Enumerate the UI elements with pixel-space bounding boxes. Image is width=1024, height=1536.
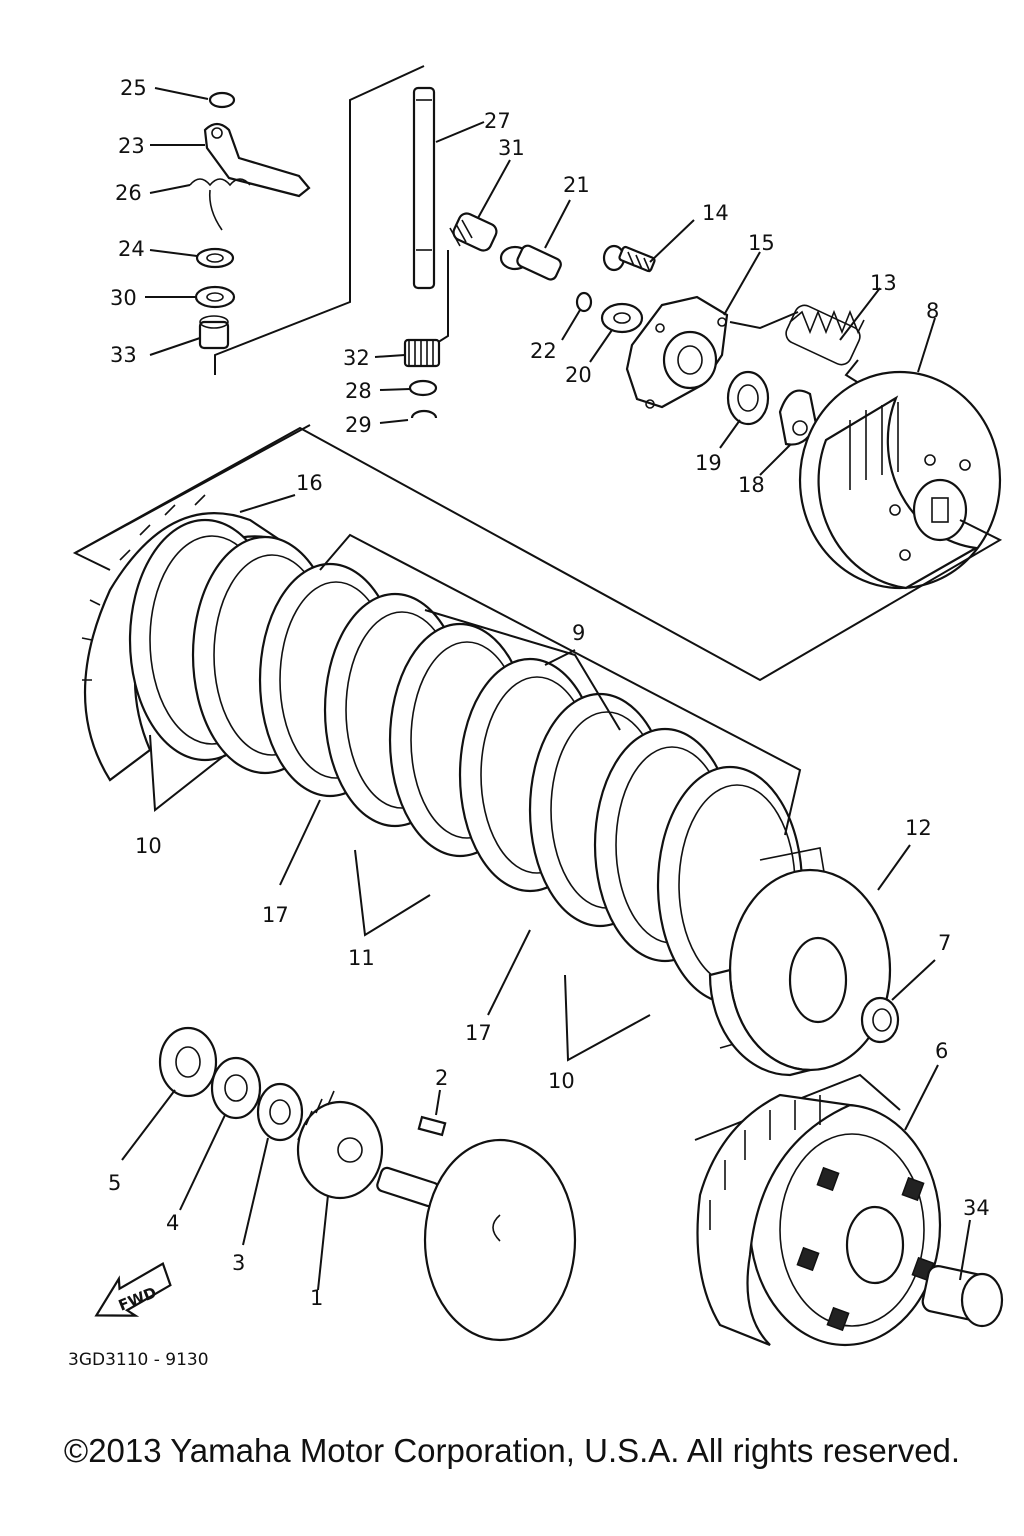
bolt	[602, 219, 695, 273]
clutch-boss	[72, 317, 1003, 682]
callout-11: 11	[348, 946, 375, 970]
push-rod	[431, 159, 511, 347]
callout-15: 15	[748, 231, 775, 255]
clutch-exploded-diagram: FWD 25 23 26 24 30 33 27 31 21 14 15 13 …	[68, 65, 1004, 1370]
callout-31: 31	[498, 136, 525, 160]
clutch-spring	[785, 287, 881, 391]
callout-9: 9	[572, 621, 585, 645]
push-lever-shaft	[412, 86, 485, 290]
pinion-group	[374, 338, 441, 424]
callout-19: 19	[695, 451, 722, 475]
callout-16: 16	[296, 471, 323, 495]
clutch-plate-stack	[74, 424, 831, 1062]
callout-32: 32	[343, 346, 370, 370]
callout-22: 22	[530, 339, 557, 363]
callout-23: 23	[118, 134, 145, 158]
callout-25: 25	[120, 76, 147, 100]
callout-8: 8	[926, 299, 939, 323]
callout-3: 3	[232, 1251, 245, 1275]
callout-29: 29	[345, 413, 372, 437]
callout-1: 1	[310, 1286, 323, 1310]
callout-28: 28	[345, 379, 372, 403]
callout-18: 18	[738, 473, 765, 497]
callout-2: 2	[435, 1066, 448, 1090]
forward-arrow: FWD	[94, 1262, 172, 1317]
bearing-group	[561, 291, 644, 363]
callout-20: 20	[565, 363, 592, 387]
callout-30: 30	[110, 286, 137, 310]
primary-drive-group	[121, 1026, 577, 1342]
push-rod-1	[499, 199, 571, 281]
callout-33: 33	[110, 343, 137, 367]
pressure-plate-large	[708, 844, 911, 1077]
callout-12: 12	[905, 816, 932, 840]
callout-21: 21	[563, 173, 590, 197]
callout-10-upper: 10	[135, 834, 162, 858]
pressure-plate	[625, 251, 799, 409]
primary-driven-gear	[694, 1064, 942, 1347]
callout-27: 27	[484, 109, 511, 133]
spacer-34	[921, 1219, 1004, 1328]
callout-5: 5	[108, 1171, 121, 1195]
callout-4: 4	[166, 1211, 179, 1235]
callout-6: 6	[935, 1039, 948, 1063]
callout-17-upper: 17	[262, 903, 289, 927]
callout-labels: 25 23 26 24 30 33 27 31 21 14 15 13 8 32…	[68, 76, 990, 1370]
copyright-notice: ©2013 Yamaha Motor Corporation, U.S.A. A…	[63, 1432, 961, 1469]
callout-34: 34	[963, 1196, 990, 1220]
circlip-7	[860, 959, 936, 1044]
drawing-code: 3GD3110 - 9130	[68, 1350, 209, 1370]
callout-26: 26	[115, 181, 142, 205]
callout-13: 13	[870, 271, 897, 295]
callout-17-lower: 17	[465, 1021, 492, 1045]
callout-10-lower: 10	[548, 1069, 575, 1093]
callout-14: 14	[702, 201, 729, 225]
callout-7: 7	[938, 931, 951, 955]
push-lever-group	[145, 65, 425, 375]
callout-24: 24	[118, 237, 145, 261]
